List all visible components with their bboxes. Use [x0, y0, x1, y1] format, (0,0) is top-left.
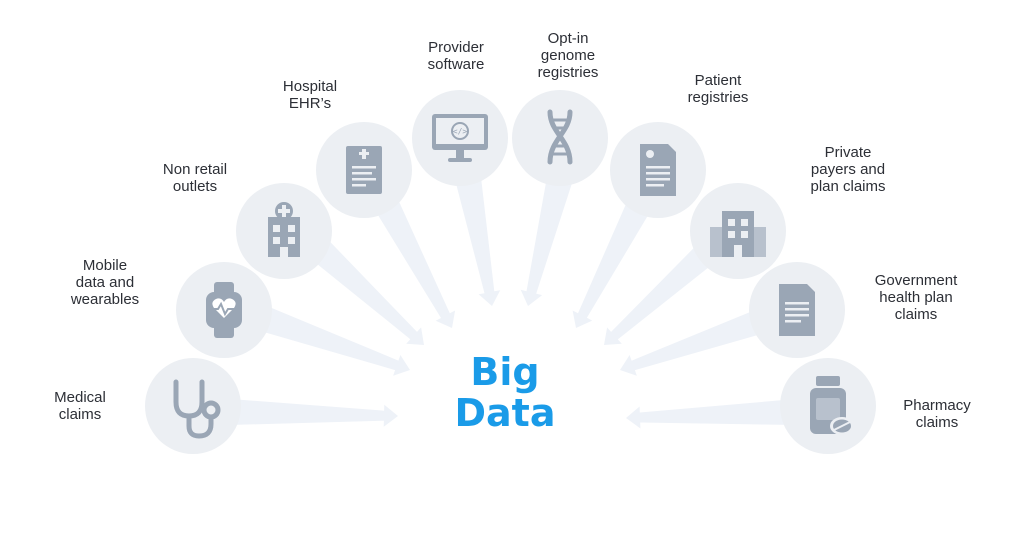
center-title: Big Data — [454, 350, 556, 435]
arrow-7 — [572, 194, 654, 328]
pill-bottle-icon — [810, 376, 854, 435]
source-circle-non-retail — [236, 183, 332, 279]
patient-file-icon — [640, 144, 676, 196]
label-provider-software: Provider software — [427, 39, 485, 73]
dna-icon — [547, 109, 573, 165]
source-circle-private-payers — [690, 183, 786, 279]
document-icon — [779, 284, 815, 336]
medical-record-icon — [346, 146, 382, 194]
smartwatch-icon — [206, 282, 242, 338]
label-pharmacy-claims: Pharmacy claims — [903, 397, 971, 431]
label-private-payers: Private payers and plan claims — [810, 144, 886, 195]
arrow-9 — [620, 305, 775, 376]
source-circle-government-claims — [749, 262, 845, 358]
arrow-10 — [626, 399, 797, 429]
source-circle-genome-registries — [512, 90, 608, 186]
label-hospital-ehr: Hospital EHR’s — [282, 78, 338, 112]
label-genome-registries: Opt-in genome registries — [537, 30, 599, 81]
arrow-2 — [257, 305, 410, 376]
monitor-code-icon: </> — [432, 114, 488, 162]
label-wearables: Mobile data and wearables — [70, 257, 140, 308]
arrow-8 — [604, 238, 721, 345]
label-medical-claims: Medical claims — [54, 389, 106, 423]
arrow-5 — [455, 175, 501, 306]
arrow-1 — [229, 399, 398, 427]
arrow-3 — [309, 238, 424, 345]
label-patient-registries: Patient registries — [687, 72, 749, 106]
arrow-6 — [520, 174, 573, 306]
source-circle-patient-registries — [610, 122, 706, 218]
office-building-icon — [710, 211, 766, 257]
stethoscope-icon — [173, 379, 221, 439]
source-circle-pharmacy-claims — [780, 358, 876, 454]
source-circle-medical-claims — [145, 358, 241, 454]
clinic-building-icon — [268, 202, 300, 257]
label-government-claims: Government health plan claims — [874, 272, 958, 323]
source-circle-wearables — [176, 262, 272, 358]
arrow-4 — [372, 193, 456, 328]
label-non-retail: Non retail outlets — [162, 161, 228, 195]
svg-text:</>: </> — [453, 127, 468, 136]
source-circle-hospital-ehr — [316, 122, 412, 218]
source-circle-provider-software: </> — [412, 90, 508, 186]
